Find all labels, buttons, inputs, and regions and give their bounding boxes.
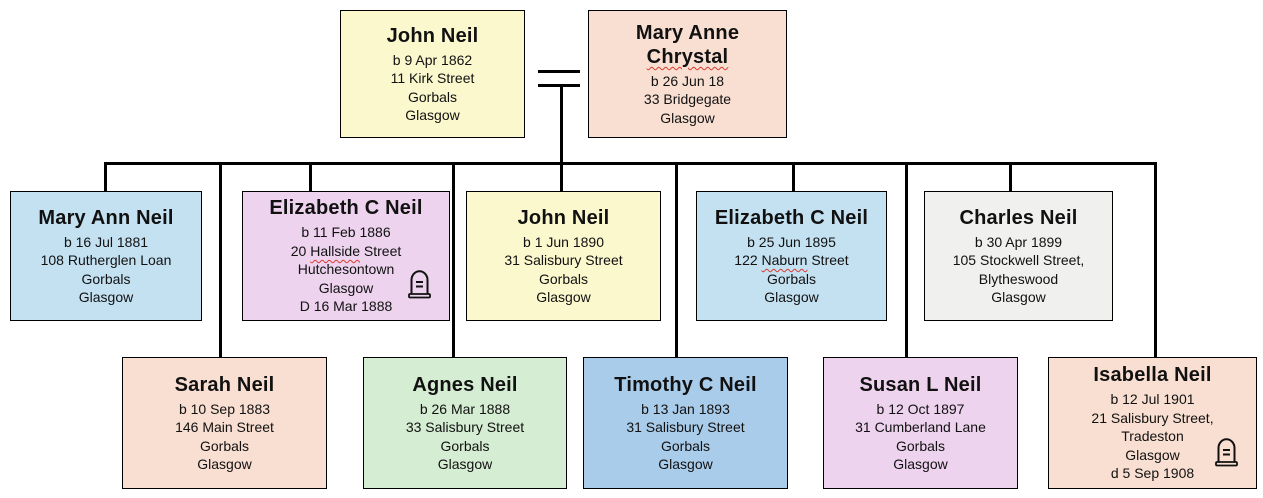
address-detail: Glasgow <box>764 289 819 305</box>
address-detail: Gorbals <box>407 88 458 105</box>
address-detail: Hutchesontown <box>297 261 395 278</box>
person-box-charles-neil[interactable]: Charles Neil b 30 Apr 1899 105 Stockwell… <box>924 191 1113 321</box>
person-box-elizabeth-c-neil-1895[interactable]: Elizabeth C Neil b 25 Jun 1895 122 Nabur… <box>696 191 887 321</box>
person-box-susan-l-neil[interactable]: Susan L Neil b 12 Oct 1897 31 Cumberland… <box>823 357 1018 489</box>
person-name: Mary Ann Neil <box>38 206 174 229</box>
address-detail: Gorbals <box>81 270 131 287</box>
connector-parents-vertical <box>560 87 563 191</box>
birth-detail: b 16 Jul 1881 <box>63 233 149 250</box>
person-name: John Neil <box>517 206 610 229</box>
spellcheck-flagged-word: Hallside <box>310 242 361 259</box>
connector-marriage-line-top <box>538 70 580 73</box>
address-detail: 31 Salisbury Street <box>504 252 623 268</box>
person-box-john-neil-sr[interactable]: John Neil b 9 Apr 1862 11 Kirk Street Go… <box>340 10 525 138</box>
connector-drop-susan <box>905 165 908 357</box>
person-name: Susan L Neil <box>859 373 982 396</box>
address-detail: 21 Salisbury Street, <box>1091 409 1214 426</box>
person-box-elizabeth-c-neil-1886[interactable]: Elizabeth C Neil b 11 Feb 1886 20 Hallsi… <box>242 191 450 321</box>
birth-detail: b 25 Jun 1895 <box>747 233 836 250</box>
person-name: Timothy C Neil <box>614 373 757 396</box>
connector-drop-timothy <box>675 165 678 357</box>
person-name-line2: Chrystal <box>646 45 729 68</box>
connector-drop-elizabeth-1886 <box>309 165 312 191</box>
birth-detail: b 12 Jul 1901 <box>1110 391 1195 408</box>
person-name: Charles Neil <box>959 206 1078 229</box>
person-name-line1: Mary Anne <box>635 21 740 44</box>
person-name: Agnes Neil <box>412 373 518 396</box>
birth-detail: b 1 Jun 1890 <box>523 233 604 250</box>
address-detail: Glasgow <box>78 289 134 305</box>
person-box-timothy-c-neil[interactable]: Timothy C Neil b 13 Jan 1893 31 Salisbur… <box>583 357 788 489</box>
address-detail: Glasgow <box>1125 446 1180 463</box>
birth-detail: b 26 Jun 18 <box>650 72 725 89</box>
address-detail: Glasgow <box>991 289 1046 305</box>
person-name: Isabella Neil <box>1093 364 1212 387</box>
birth-detail: b 30 Apr 1899 <box>974 233 1063 250</box>
address-detail: 33 Salisbury Street <box>405 419 525 435</box>
address-detail: 122 Naburn Street <box>734 252 849 268</box>
person-name: Elizabeth C Neil <box>269 197 423 220</box>
address-detail: Blytheswood <box>978 270 1059 287</box>
address-detail: 33 Bridgegate <box>643 91 732 108</box>
person-box-sarah-neil[interactable]: Sarah Neil b 10 Sep 1883 146 Main Street… <box>122 357 327 489</box>
person-box-mary-ann-neil[interactable]: Mary Ann Neil b 16 Jul 1881 108 Ruthergl… <box>10 191 202 321</box>
spellcheck-flagged-word: Naburn <box>761 252 808 268</box>
connector-drop-isabella <box>1154 165 1157 357</box>
address-detail: Gorbals <box>440 437 490 454</box>
address-detail: Glasgow <box>437 456 493 472</box>
address-detail: Gorbals <box>660 437 711 454</box>
birth-detail: b 26 Mar 1888 <box>419 400 511 417</box>
birth-detail: b 11 Feb 1886 <box>301 224 391 241</box>
birth-detail: b 10 Sep 1883 <box>178 400 271 417</box>
address-detail: 31 Cumberland Lane <box>855 419 986 435</box>
address-detail: Glasgow <box>405 107 460 123</box>
connector-drop-agnes <box>452 165 455 357</box>
address-detail: 11 Kirk Street <box>390 70 475 86</box>
death-detail: D 16 Mar 1888 <box>299 298 393 315</box>
tombstone-icon <box>1213 436 1240 468</box>
connector-sibling-line <box>104 162 1157 165</box>
person-box-john-neil-jr[interactable]: John Neil b 1 Jun 1890 31 Salisbury Stre… <box>466 191 661 321</box>
address-detail: Glasgow <box>536 289 591 305</box>
address-detail: Gorbals <box>538 270 589 287</box>
address-detail: 105 Stockwell Street, <box>952 252 1085 268</box>
address-detail: Tradeston <box>1121 428 1184 445</box>
address-detail: Gorbals <box>895 437 946 454</box>
birth-detail: b 9 Apr 1862 <box>392 51 473 68</box>
connector-drop-sarah <box>219 165 222 357</box>
address-detail: 31 Salisbury Street <box>626 419 745 435</box>
address-detail: 20 Hallside Street <box>290 242 402 259</box>
birth-detail: b 13 Jan 1893 <box>641 400 730 417</box>
person-name: Elizabeth C Neil <box>714 206 869 229</box>
address-detail: Glasgow <box>660 109 715 126</box>
address-detail: Gorbals <box>766 270 817 287</box>
address-detail: 146 Main Street <box>175 419 274 435</box>
person-name: Sarah Neil <box>174 373 275 396</box>
connector-drop-mary-ann <box>104 165 107 191</box>
birth-detail: b 12 Oct 1897 <box>876 400 965 417</box>
death-detail: d 5 Sep 1908 <box>1110 465 1195 482</box>
address-detail: Glasgow <box>658 456 713 472</box>
person-box-isabella-neil[interactable]: Isabella Neil b 12 Jul 1901 21 Salisbury… <box>1048 357 1257 489</box>
address-detail: Glasgow <box>893 456 948 472</box>
person-name: John Neil <box>386 24 479 47</box>
connector-drop-charles <box>1009 165 1012 191</box>
tombstone-icon <box>406 268 433 300</box>
address-detail: Glasgow <box>197 456 252 472</box>
connector-drop-elizabeth-1895 <box>792 165 795 191</box>
connector-marriage-line-bottom <box>538 84 580 87</box>
person-box-agnes-neil[interactable]: Agnes Neil b 26 Mar 1888 33 Salisbury St… <box>363 357 567 489</box>
address-detail: 108 Rutherglen Loan <box>40 252 172 268</box>
address-detail: Glasgow <box>318 279 374 296</box>
address-detail: Gorbals <box>199 437 250 454</box>
